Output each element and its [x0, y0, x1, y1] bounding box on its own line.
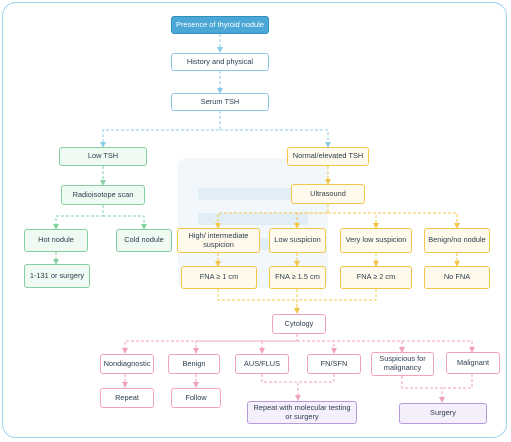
surgery-node: Surgery	[399, 403, 487, 424]
ultrasound-node: Ultrasound	[291, 184, 365, 204]
no-fna-node: No FNA	[424, 266, 490, 289]
fna-1-5cm-node: FNA ≥ 1.5 cm	[269, 266, 326, 289]
fna-2cm-node: FNA ≥ 2 cm	[340, 266, 412, 289]
fna-1cm-node: FNA ≥ 1 cm	[181, 266, 257, 289]
aus-flus-node: AUS/FLUS	[235, 354, 289, 374]
cytology-node: Cytology	[272, 314, 326, 334]
very-low-suspicion-node: Very low suspicion	[340, 228, 412, 253]
malignant-node: Malignant	[446, 352, 500, 374]
fn-sfn-node: FN/SFN	[307, 354, 361, 374]
high-intermediate-suspicion-node: High/ intermediate suspicion	[177, 228, 260, 253]
history-physical-node: History and physical	[171, 53, 269, 71]
nondiagnostic-node: Nondiagnostic	[100, 354, 154, 374]
normal-elevated-tsh-node: Normal/elevated TSH	[287, 147, 369, 166]
benign-node: Benign	[168, 354, 220, 374]
low-suspicion-node: Low suspicion	[269, 228, 326, 253]
serum-tsh-node: Serum TSH	[171, 93, 269, 111]
cold-nodule-node: Cold nodule	[116, 229, 172, 252]
presence-of-nodule-node: Presence of thyroid nodule	[171, 16, 269, 34]
i131-or-surgery-node: 1-131 or surgery	[24, 264, 90, 288]
benign-no-nodule-node: Benign/no nodule	[424, 228, 490, 253]
hot-nodule-node: Hot nodule	[24, 229, 88, 252]
follow-node: Follow	[171, 388, 221, 408]
low-tsh-node: Low TSH	[59, 147, 147, 166]
repeat-node: Repeat	[100, 388, 154, 408]
radioisotope-scan-node: Radioisotope scan	[61, 185, 145, 205]
suspicious-malignancy-node: Suspicious for malignancy	[371, 352, 434, 376]
repeat-molecular-testing-node: Repeat with molecular testing or surgery	[247, 401, 357, 424]
